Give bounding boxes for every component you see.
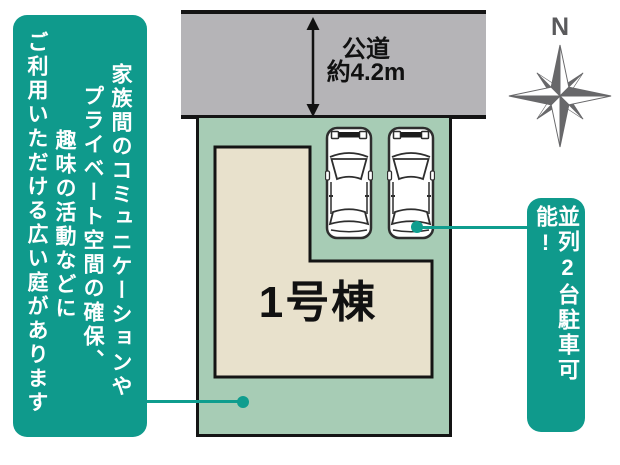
garden-note-line: 趣味の活動などに [53,129,76,321]
compass-rose-icon [508,44,612,148]
parking-note-text: 並列2台駐車可能! [533,205,580,383]
car-icon [325,126,373,240]
garden-note-line: 家族間のコミュニケーションや [109,63,132,399]
garden-note-line: ご利用いただける広い庭があります [25,31,48,415]
parking-callout-line [416,226,528,229]
parking-callout-dot [411,221,423,233]
garden-note-text: 家族間のコミュニケーションや プライベート空間の確保、 趣味の活動などに ご利用… [13,15,147,437]
garden-callout-line [146,400,244,403]
public-road-area [181,10,486,119]
road-width-arrow-icon [306,17,320,117]
road-name: 公道 [342,36,390,63]
building-label: 1号棟 [258,278,378,327]
garden-callout-dot [237,396,249,408]
road-width-value: 約4.2m [326,59,406,86]
garden-note-box: 家族間のコミュニケーションや プライベート空間の確保、 趣味の活動などに ご利用… [13,15,147,437]
parking-note-box: 並列2台駐車可能! [527,198,585,432]
garden-note-line: プライベート空間の確保、 [81,85,104,373]
road-label: 公道 約4.2m [318,36,414,86]
compass-north-label: N [550,13,570,41]
